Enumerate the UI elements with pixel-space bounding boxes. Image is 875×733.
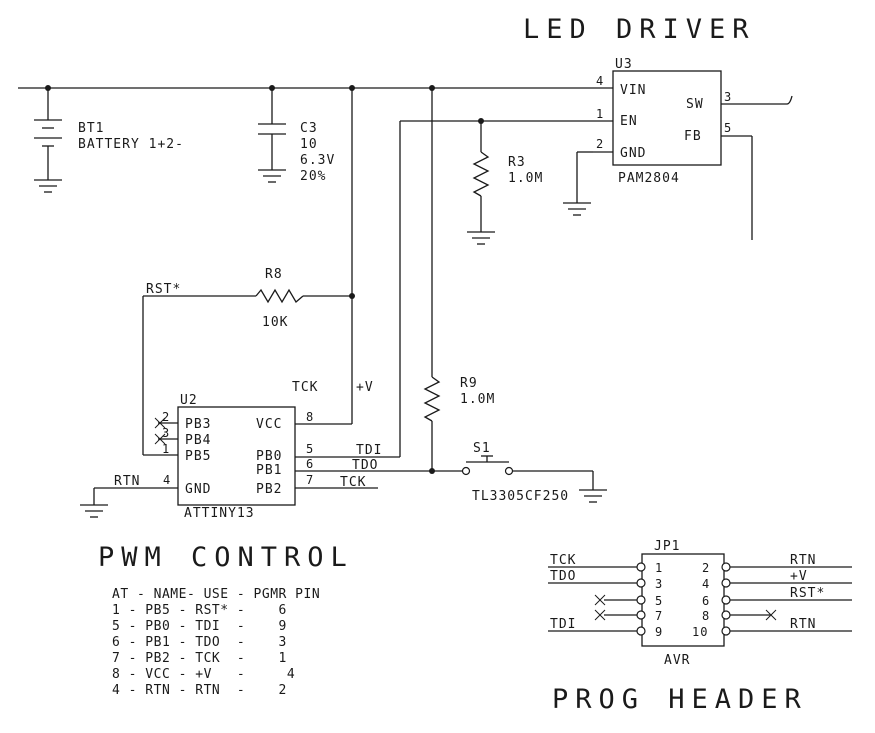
pin-table-row: 6 - PB1 - TDO - 3: [112, 635, 287, 650]
r9-ref: R9: [460, 376, 478, 391]
jp1-net-left: TCK: [550, 553, 576, 568]
ground-symbol: [80, 488, 108, 518]
u3-pin-num: 3: [724, 90, 732, 104]
u2-pin-name: PB4: [185, 433, 211, 448]
jp1-pin-num: 3: [655, 577, 663, 591]
sw-wire-end: [786, 95, 793, 105]
u2-pin-name: PB2: [256, 482, 282, 497]
pin-table-row: 7 - PB2 - TCK - 1: [112, 651, 287, 666]
u2-pin-name: PB5: [185, 449, 211, 464]
ic-u3-pam2804: [612, 70, 722, 166]
pin-table-header: AT - NAME- USE - PGMR PIN: [112, 587, 320, 602]
switch-s1: [461, 455, 607, 503]
jp1-right-pins: [721, 562, 852, 636]
prog-header-title: PROG HEADER: [552, 684, 808, 715]
bt1-ref: BT1: [78, 121, 104, 136]
tck-net-label: TCK: [340, 475, 366, 490]
c3-tolerance: 20%: [300, 169, 326, 184]
u3-pin-name: FB: [684, 129, 702, 144]
pin-table: AT - NAME- USE - PGMR PIN 1 - PB5 - RST*…: [112, 587, 320, 698]
tdi-net-label: TDI: [356, 443, 382, 458]
ground-symbol: [34, 179, 62, 193]
jp1-net-left: TDO: [550, 569, 576, 584]
r3-value: 1.0M: [508, 171, 543, 186]
jp1-net-right: +V: [790, 569, 808, 584]
u2-pin-num: 3: [162, 426, 170, 440]
jp1-part: AVR: [664, 653, 690, 668]
jp1-pin-num: 10: [692, 625, 708, 639]
jp1-pin-num: 5: [655, 594, 663, 608]
u2-part: ATTINY13: [184, 506, 255, 521]
tdo-net-label: TDO: [352, 458, 378, 473]
pin-table-row: 8 - VCC - +V - 4: [112, 667, 295, 682]
u3-pin-name: VIN: [620, 83, 646, 98]
resistor-r8: [142, 288, 352, 456]
tck-net-label: TCK: [292, 380, 318, 395]
r3-ref: R3: [508, 155, 526, 170]
u3-pin-num: 4: [596, 74, 604, 88]
u3-pin-num: 5: [724, 121, 732, 135]
u3-ground-wire: [563, 151, 593, 216]
jp1-net-left: TDI: [550, 617, 576, 632]
u3-pin-num: 1: [596, 107, 604, 121]
u2-pin-num: 2: [162, 410, 170, 424]
s1-ref: S1: [473, 441, 491, 456]
pin-table-row: 1 - PB5 - RST* - 6: [112, 603, 287, 618]
jp1-pin-num: 4: [702, 577, 710, 591]
jp1-pin-num: 2: [702, 561, 710, 575]
r8-value: 10K: [262, 315, 288, 330]
ground-symbol: [258, 169, 286, 183]
jp1-left-pins: [548, 562, 646, 636]
jp1-pin-num: 6: [702, 594, 710, 608]
r8-ref: R8: [265, 267, 283, 282]
u3-part: PAM2804: [618, 171, 680, 186]
c3-value: 10: [300, 137, 318, 152]
s1-part: TL3305CF250: [472, 489, 569, 504]
pin-table-row: 5 - PB0 - TDI - 9: [112, 619, 287, 634]
rtn-net-label: RTN: [114, 474, 140, 489]
bt1-value: BATTERY 1+2-: [78, 137, 184, 152]
en-tdi-net: [399, 118, 593, 457]
vplus-rail: [18, 85, 593, 91]
jp1-net-right: RTN: [790, 617, 816, 632]
u2-pin-num: 4: [163, 473, 171, 487]
u2-pin-name: PB3: [185, 417, 211, 432]
u3-ref: U3: [615, 57, 633, 72]
c3-ref: C3: [300, 121, 318, 136]
u3-pin-num: 2: [596, 137, 604, 151]
u2-pin-num: 8: [306, 410, 314, 424]
led-driver-title: LED DRIVER: [523, 14, 756, 45]
jp1-pin-num: 7: [655, 609, 663, 623]
u3-pin-name: GND: [620, 146, 646, 161]
jp1-net-right: RST*: [790, 586, 825, 601]
pwm-control-title: PWM CONTROL: [98, 542, 354, 573]
u2-pin-num: 6: [306, 457, 314, 471]
resistor-r9: [423, 88, 441, 474]
jp1-pin-num: 9: [655, 625, 663, 639]
capacitor-c3: [258, 88, 286, 183]
resistor-r3: [467, 121, 495, 245]
r9-value: 1.0M: [460, 392, 495, 407]
jp1-pin-num: 1: [655, 561, 663, 575]
u2-pin-num: 7: [306, 473, 314, 487]
jp1-ref: JP1: [654, 539, 680, 554]
jp1-pin-num: 8: [702, 609, 710, 623]
jp1-net-right: RTN: [790, 553, 816, 568]
u2-ref: U2: [180, 393, 198, 408]
u2-pin-num: 5: [306, 442, 314, 456]
u2-pin-name: PB1: [256, 463, 282, 478]
c3-voltage: 6.3V: [300, 153, 335, 168]
vplus-net-label: +V: [356, 380, 374, 395]
u3-pin-name: EN: [620, 114, 638, 129]
pin-table-row: 4 - RTN - RTN - 2: [112, 683, 287, 698]
u2-pin-num: 1: [162, 442, 170, 456]
u2-pin-name: GND: [185, 482, 211, 497]
u3-pin-name: SW: [686, 97, 704, 112]
u2-pin-name: VCC: [256, 417, 282, 432]
u2-pin-name: PB0: [256, 449, 282, 464]
rst-net-label: RST*: [146, 282, 181, 297]
battery-bt1: [34, 88, 62, 193]
ic-u2-attiny13: [177, 406, 296, 506]
